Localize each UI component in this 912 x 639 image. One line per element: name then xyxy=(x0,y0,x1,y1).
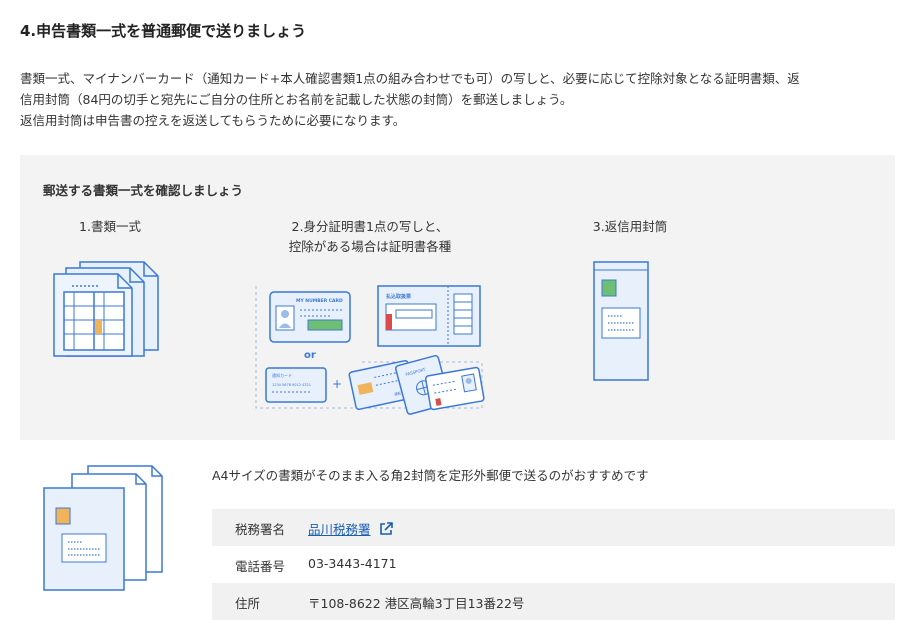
phone-label: 電話番号 xyxy=(235,559,286,574)
address-row: 住所 〒108-8622 港区高輪3丁目13番22号 xyxy=(212,583,895,620)
intro-line-1: 書類一式、マイナンバーカード（通知カード+本人確認書類1点の組み合わせでも可）の… xyxy=(20,71,800,86)
intro-text: 書類一式、マイナンバーカード（通知カード+本人確認書類1点の組み合わせでも可）の… xyxy=(20,68,890,131)
caption-line: 控除がある場合は証明書各種 xyxy=(288,239,452,254)
external-link-icon[interactable] xyxy=(378,521,394,537)
caption-line: 1.書類一式 xyxy=(79,219,141,234)
or-label: or xyxy=(304,350,316,361)
item-caption-return-envelope: 3.返信用封筒 xyxy=(560,217,700,237)
plus-sign: + xyxy=(332,377,342,391)
id-documents-icon: MY NUMBER CARD or 通知カード 1234 5678 9012 4… xyxy=(255,285,485,415)
phone-value: 03-3443-4171 xyxy=(308,556,397,571)
intro-line-3: 返信用封筒は申告書の控えを返送してもらうために必要になります。 xyxy=(20,113,406,128)
checklist-title: 郵送する書類一式を確認しましょう xyxy=(43,183,244,198)
document-stack-icon xyxy=(53,261,159,357)
item-caption-documents: 1.書類一式 xyxy=(50,217,170,237)
office-name-label: 税務署名 xyxy=(235,522,286,537)
address-value: 〒108-8622 港区高輪3丁目13番22号 xyxy=(308,596,525,611)
intro-line-2: 信用封筒（84円の切手と宛先にご自分の住所とお名前を記載した状態の封筒）を郵送し… xyxy=(20,92,573,107)
mynumber-label: MY NUMBER CARD xyxy=(296,298,343,304)
address-label: 住所 xyxy=(235,596,261,611)
passport-label: PASSPORT xyxy=(405,367,427,377)
item-caption-id: 2.身分証明書1点の写しと、 控除がある場合は証明書各種 xyxy=(250,217,490,257)
notice-label: 通知カード xyxy=(272,372,292,378)
mailing-envelope-icon xyxy=(43,465,163,591)
office-name-row: 税務署名 品川税務署 xyxy=(212,509,895,546)
office-name-value: 品川税務署 xyxy=(308,519,394,538)
caption-line: 2.身分証明書1点の写しと、 xyxy=(291,219,449,234)
caption-line: 3.返信用封筒 xyxy=(592,219,668,234)
notice-number: 1234 5678 9012 4321 xyxy=(272,383,311,387)
section-heading: 4.申告書類一式を普通郵便で送りましょう xyxy=(20,22,307,40)
envelope-tip: A4サイズの書類がそのまま入る角2封筒を定形外郵便で送るのがおすすめです xyxy=(212,468,649,483)
phone-row: 電話番号 03-3443-4171 xyxy=(212,546,895,583)
office-name-link[interactable]: 品川税務署 xyxy=(308,522,371,537)
return-envelope-icon xyxy=(593,261,649,381)
payment-slip-label: 払込取扱票 xyxy=(386,293,411,300)
